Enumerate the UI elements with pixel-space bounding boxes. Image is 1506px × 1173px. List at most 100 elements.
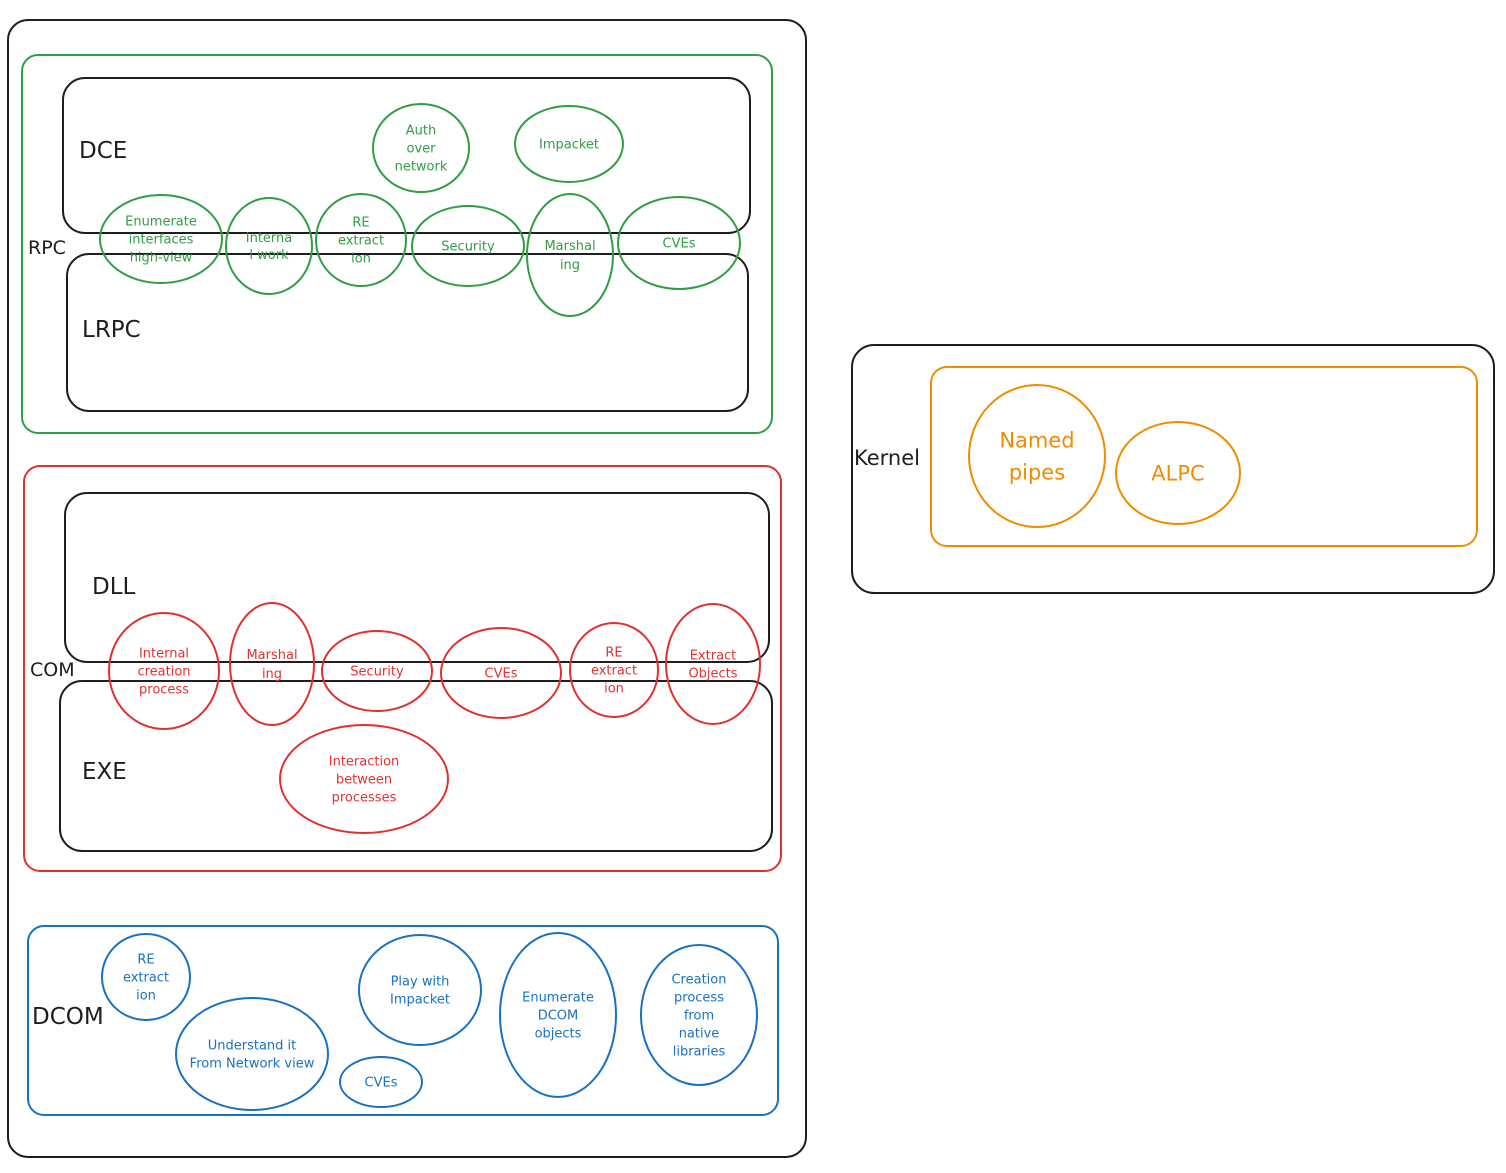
node-outline	[229, 602, 315, 726]
dcom-item-re-extraction: RE extract ion	[101, 933, 191, 1021]
node-outline	[617, 196, 741, 290]
node-label-line: Objects	[688, 667, 737, 682]
rpc-item-cves: CVEs	[617, 196, 741, 290]
node-label-line: Play with	[391, 975, 450, 990]
rpc-label: RPC	[28, 237, 66, 259]
node-label-line: Security	[350, 665, 404, 680]
dce-label: DCE	[79, 138, 127, 164]
dll-label: DLL	[92, 574, 136, 600]
node-outline	[526, 193, 614, 317]
node-label-line: ion	[604, 682, 624, 697]
node-outline	[665, 603, 761, 725]
node-label-line: Enumerate	[125, 215, 197, 230]
node-label-line: process	[139, 683, 189, 698]
rpc-item-security: Security	[411, 205, 525, 287]
node-label-line: l work	[249, 248, 289, 263]
node-label-line: extract	[123, 971, 169, 986]
node-label-line: pipes	[1009, 460, 1065, 484]
node-outline	[411, 205, 525, 287]
node-label-line: ALPC	[1151, 461, 1204, 485]
node-outline	[1115, 421, 1241, 525]
lrpc-box	[66, 253, 749, 412]
node-label-line: CVEs	[365, 1076, 398, 1091]
rpc-item-auth-over-network: Auth over network	[372, 103, 470, 193]
kernel-item-alpc: ALPC	[1115, 421, 1241, 525]
exe-box	[59, 680, 773, 852]
node-label-line: high-view	[130, 251, 193, 266]
node-label-line: extract	[338, 234, 384, 249]
rpc-item-enumerate-interfaces: Enumerate interfaces high-view	[99, 194, 223, 284]
node-label-line: Security	[441, 240, 495, 255]
node-outline	[279, 724, 449, 834]
rpc-item-marshaling: Marshal ing	[526, 193, 614, 317]
node-outline	[225, 197, 313, 295]
node-label-line: RE	[137, 953, 154, 968]
node-label-line: Auth	[406, 124, 436, 139]
node-label-line: Internal	[139, 647, 189, 662]
node-label-line: Named	[999, 428, 1074, 452]
rpc-item-re-extraction: RE extract ion	[315, 193, 407, 287]
node-label-line: libraries	[673, 1045, 726, 1060]
kernel-item-named-pipes: Named pipes	[968, 384, 1106, 528]
dcom-item-cves: CVEs	[339, 1056, 423, 1108]
node-label-line: objects	[535, 1027, 582, 1042]
com-item-re-extraction: RE extract ion	[569, 622, 659, 718]
node-label-line: between	[336, 773, 392, 788]
rpc-item-internal-work: Internal work	[225, 197, 313, 295]
kernel-ipc-group	[930, 366, 1478, 547]
node-outline	[315, 193, 407, 287]
node-label-line: over	[407, 142, 437, 157]
node-outline	[108, 612, 220, 730]
node-label-line: native	[679, 1027, 720, 1042]
node-label-line: ing	[560, 258, 580, 273]
node-outline	[968, 384, 1106, 528]
node-outline	[321, 630, 433, 712]
node-label-line: RE	[352, 216, 369, 231]
node-outline	[99, 194, 223, 284]
node-outline	[440, 627, 562, 719]
node-outline	[499, 932, 617, 1098]
node-label-line: CVEs	[485, 667, 518, 682]
node-label-line: creation	[137, 665, 190, 680]
node-outline	[640, 944, 758, 1086]
node-label-line: from	[684, 1009, 714, 1024]
node-label-line: ion	[136, 989, 156, 1004]
node-outline	[358, 934, 482, 1046]
node-label-line: process	[674, 991, 724, 1006]
com-item-cves: CVEs	[440, 627, 562, 719]
node-label-line: From Network view	[190, 1057, 315, 1072]
node-outline	[101, 933, 191, 1021]
rpc-group	[21, 54, 773, 434]
lrpc-label: LRPC	[82, 317, 141, 343]
node-outline	[339, 1056, 423, 1108]
node-label-line: ion	[351, 252, 371, 267]
dcom-item-creation-process: Creation process from native libraries	[640, 944, 758, 1086]
kernel-label: Kernel	[854, 446, 920, 470]
node-label-line: Impacket	[539, 138, 599, 153]
node-label-line: RE	[605, 646, 622, 661]
node-label-line: Creation	[671, 973, 726, 988]
node-outline	[569, 622, 659, 718]
rpc-item-impacket: Impacket	[514, 105, 624, 183]
node-label-line: Impacket	[390, 993, 450, 1008]
node-label-line: CVEs	[663, 237, 696, 252]
node-outline	[175, 997, 329, 1111]
node-label-line: Interaction	[329, 755, 400, 770]
node-label-line: interfaces	[129, 233, 194, 248]
com-item-security: Security	[321, 630, 433, 712]
node-label-line: Extract	[690, 649, 737, 664]
node-label-line: extract	[591, 664, 637, 679]
node-label-line: Marshal	[544, 239, 595, 254]
com-label: COM	[30, 659, 75, 681]
node-label-line: network	[395, 160, 448, 175]
com-item-internal-creation: Internal creation process	[108, 612, 220, 730]
dcom-group	[27, 925, 779, 1116]
node-label-line: Marshal	[246, 648, 297, 663]
